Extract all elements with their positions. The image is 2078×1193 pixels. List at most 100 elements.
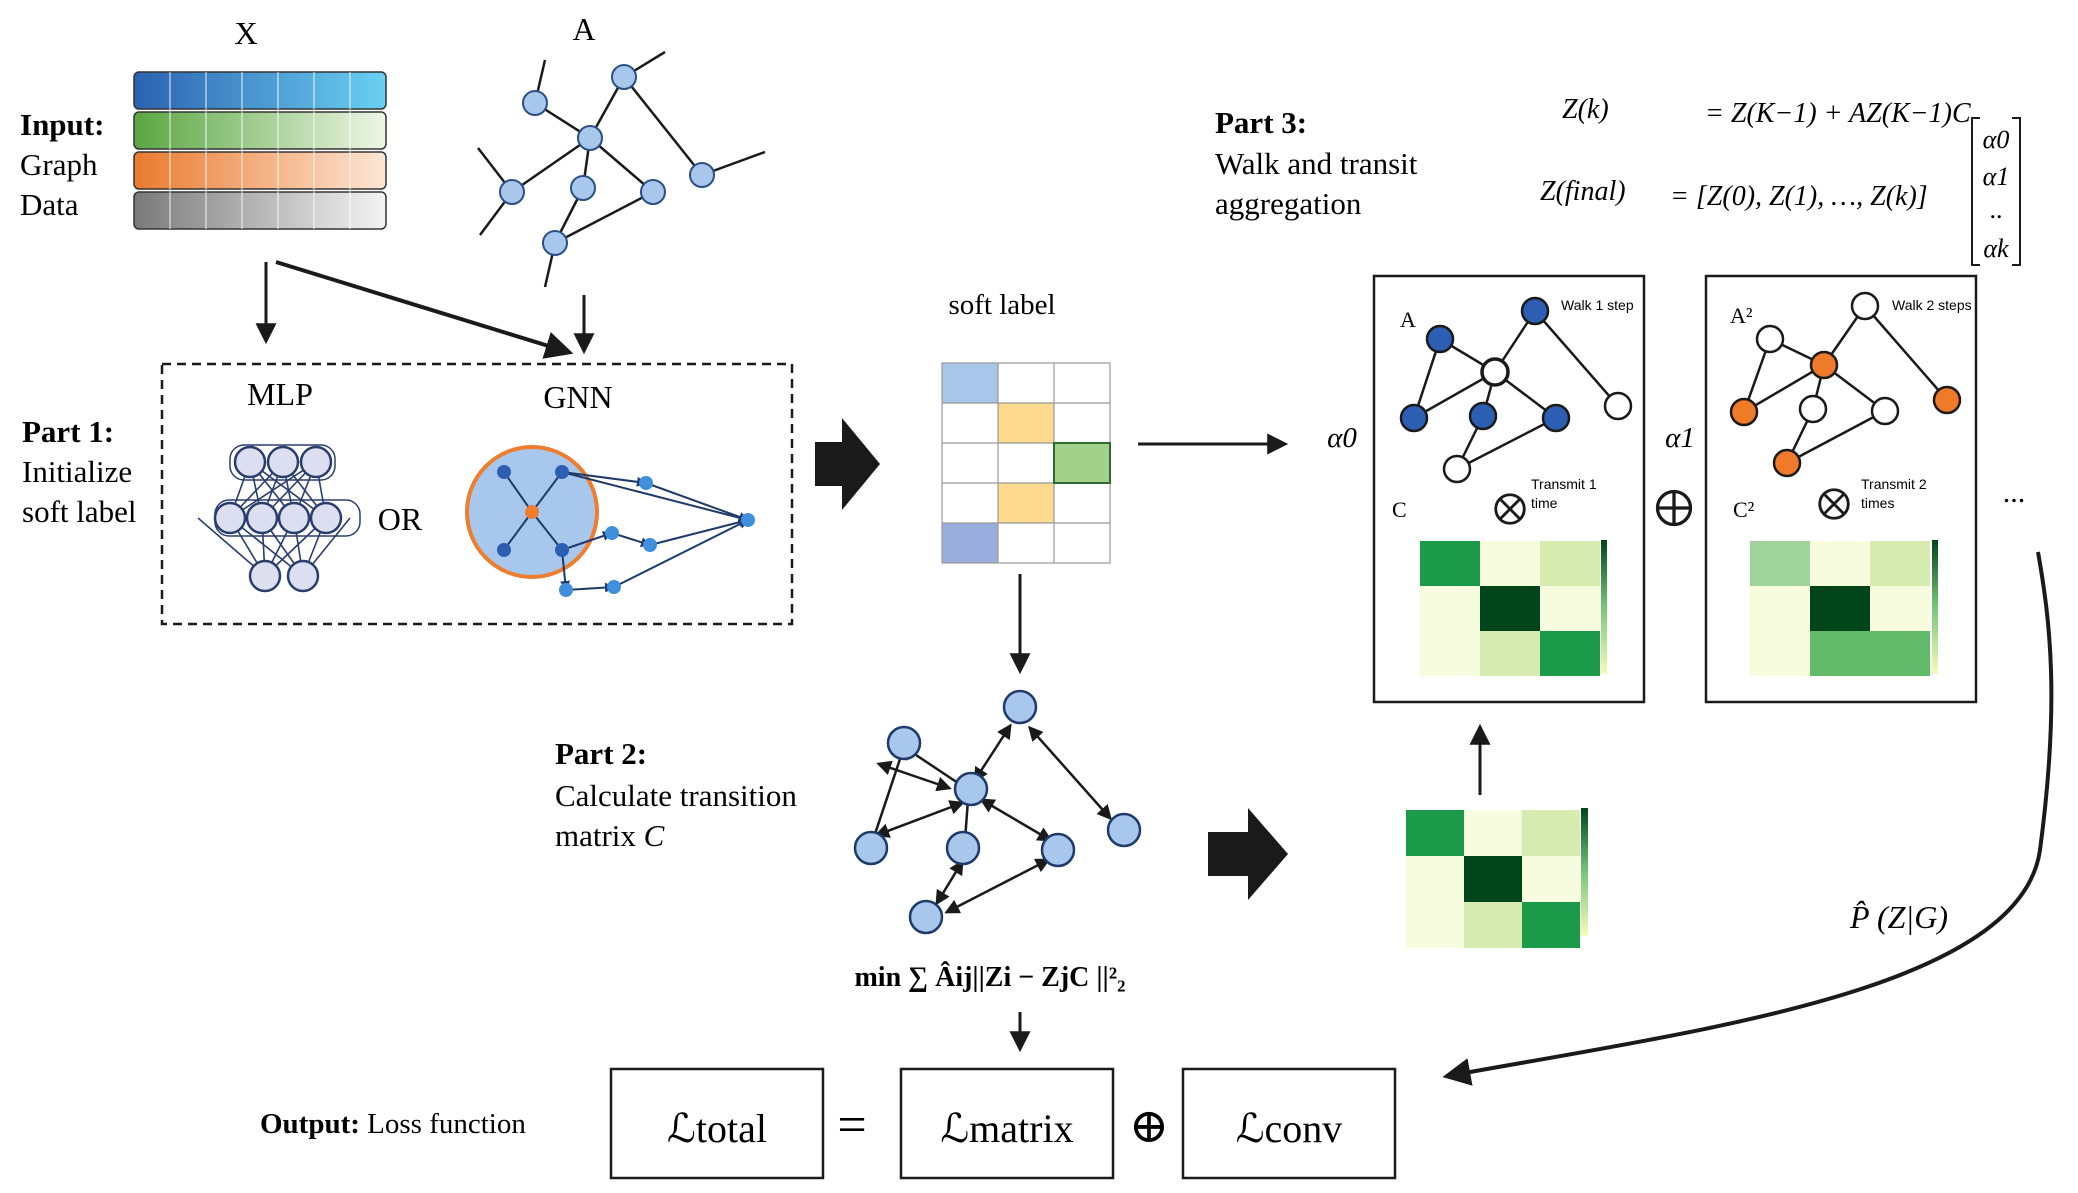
- part1-line2: Initialize: [22, 454, 132, 489]
- heatmap-cell: [1406, 856, 1464, 902]
- part3-section: Part 3: Walk and transit aggregation Z(k…: [1215, 94, 2054, 1086]
- loss-total-text: ℒtotal: [667, 1106, 767, 1151]
- mlp-network-icon: [197, 444, 361, 593]
- heatmap-cell: [1522, 902, 1580, 948]
- part2-objective: min ∑ Âij||Zi − ZjC ||²₂: [854, 962, 1125, 993]
- equation2-rhs: = [Z(0), Z(1), …, Z(k)]: [1670, 181, 1928, 212]
- heatmap-cell: [1480, 631, 1540, 676]
- alpha0-label: α0: [1327, 422, 1357, 454]
- heatmap-cell: [1522, 810, 1580, 856]
- vector-item-3: αk: [1983, 234, 2009, 263]
- heatmap-cell: [1406, 810, 1464, 856]
- heatmap-cell: [1810, 541, 1870, 586]
- heatmap-cell: [1464, 810, 1522, 856]
- heatmap-cell: [1810, 586, 1870, 631]
- input-graph-text: Graph: [20, 147, 98, 182]
- soft-label-matrix: [941, 362, 1111, 564]
- part3-line3: aggregation: [1215, 186, 1362, 221]
- part3-heading: Part 3:: [1215, 105, 1307, 140]
- panel1-a-label: A: [1400, 307, 1416, 332]
- loss-total-box: [609, 1067, 825, 1180]
- walk-1-label: Walk 1 step: [1561, 297, 1634, 313]
- part1-heading: Part 1:: [22, 414, 114, 449]
- alpha1-label: α1: [1665, 422, 1695, 454]
- part2-heading: Part 2:: [555, 736, 647, 771]
- heatmap-cell: [1750, 586, 1810, 631]
- alpha-vector: α0 α1 .. αk: [1971, 117, 2021, 266]
- loss-matrix-box: [899, 1067, 1115, 1180]
- transmit-1-line1: Transmit 1: [1531, 476, 1597, 492]
- arrow-x-to-gnn: [275, 260, 574, 359]
- gnn-label: GNN: [543, 379, 612, 415]
- loss-conv-box: [1181, 1067, 1397, 1180]
- heatmap-cell: [1522, 856, 1580, 902]
- part2-section: Part 2: Calculate transition matrix C mi…: [555, 689, 1288, 1053]
- heatmap-cell: [1750, 631, 1810, 676]
- part2-line3: matrix C: [555, 818, 665, 853]
- heatmap-colorbar: [1581, 808, 1588, 936]
- output-section: Output: Loss function ℒtotal = ℒmatrix ⊕…: [260, 1067, 1397, 1180]
- probability-label: P̂ (Z|G): [1849, 899, 1948, 935]
- soft-label-title: soft label: [948, 289, 1055, 321]
- vector-item-1: α1: [1983, 162, 2010, 191]
- input-graph: [477, 50, 766, 288]
- transmit-2-line1: Transmit 2: [1861, 476, 1927, 492]
- heatmap-cell: [1480, 541, 1540, 586]
- part2-line2: Calculate transition: [555, 778, 797, 813]
- walk-panel-1: Walk 1 step A Transmit 1 time C: [1372, 274, 1646, 704]
- more-steps-ellipsis: ...: [2003, 476, 2026, 509]
- equation1-rhs: = Z(K−1) + AZ(K−1)C: [1705, 98, 1971, 129]
- or-label: OR: [378, 501, 423, 537]
- heatmap-cell: [1406, 902, 1464, 948]
- heatmap-cell: [1750, 541, 1810, 586]
- heatmap-cell: [1540, 541, 1600, 586]
- input-section: X A Input: Graph Data: [20, 11, 766, 359]
- equation2-lhs: Z(final): [1540, 176, 1626, 207]
- equals-sign: =: [837, 1097, 866, 1154]
- panel2-colorbar: [1932, 540, 1938, 674]
- heatmap-cell: [1464, 902, 1522, 948]
- arrow-part3-to-output: [1442, 551, 2054, 1086]
- part1-dashed-box: [160, 362, 794, 626]
- panel1-c-label: C: [1392, 497, 1407, 522]
- heatmap-cell: [1480, 586, 1540, 631]
- arrow-part1-to-soft-label: [815, 418, 880, 510]
- panel1-colorbar: [1601, 540, 1607, 674]
- gnn-network-icon: [465, 445, 755, 597]
- adjacency-label: A: [572, 11, 595, 47]
- heatmap-cell: [1870, 586, 1930, 631]
- heatmap-cell: [1870, 631, 1930, 676]
- heatmap-cell: [1420, 586, 1480, 631]
- oplus-aggregate-icon: [1655, 489, 1693, 527]
- part1-section: Part 1: Initialize soft label MLP GNN OR: [22, 362, 880, 626]
- heatmap-cell: [1464, 856, 1522, 902]
- vector-item-2: ..: [1990, 195, 2003, 224]
- walk-panel-2: Walk 2 steps A² Transmit 2 times C²: [1704, 274, 1978, 704]
- heatmap-cell: [1420, 541, 1480, 586]
- feature-matrix-label: X: [234, 15, 257, 51]
- heatmap-cell: [1420, 631, 1480, 676]
- input-data-text: Data: [20, 187, 79, 222]
- walk-2-label: Walk 2 steps: [1892, 297, 1972, 313]
- input-heading: Input:: [20, 107, 104, 142]
- transmit-1-line2: time: [1531, 495, 1558, 511]
- soft-label-section: soft label: [941, 289, 1289, 675]
- mlp-label: MLP: [247, 376, 313, 412]
- heatmap-cell: [1540, 586, 1600, 631]
- heatmap-cell: [1540, 631, 1600, 676]
- loss-matrix-text: ℒmatrix: [940, 1106, 1073, 1151]
- part3-line2: Walk and transit: [1215, 146, 1418, 181]
- part1-line3: soft label: [22, 494, 137, 529]
- panel2-c-label: C²: [1733, 497, 1755, 522]
- loss-conv-text: ℒconv: [1236, 1106, 1343, 1151]
- transition-heatmap: [1406, 723, 1588, 948]
- vector-item-0: α0: [1983, 125, 2010, 154]
- heatmap-cell: [1870, 541, 1930, 586]
- feature-matrix: [133, 71, 387, 230]
- arrow-part2-to-heatmap: [1208, 808, 1288, 900]
- panel2-a-label: A²: [1730, 303, 1753, 328]
- transmit-2-line2: times: [1861, 495, 1894, 511]
- oplus-sign: ⊕: [1129, 1100, 1169, 1153]
- output-caption: Output: Loss function: [260, 1108, 526, 1140]
